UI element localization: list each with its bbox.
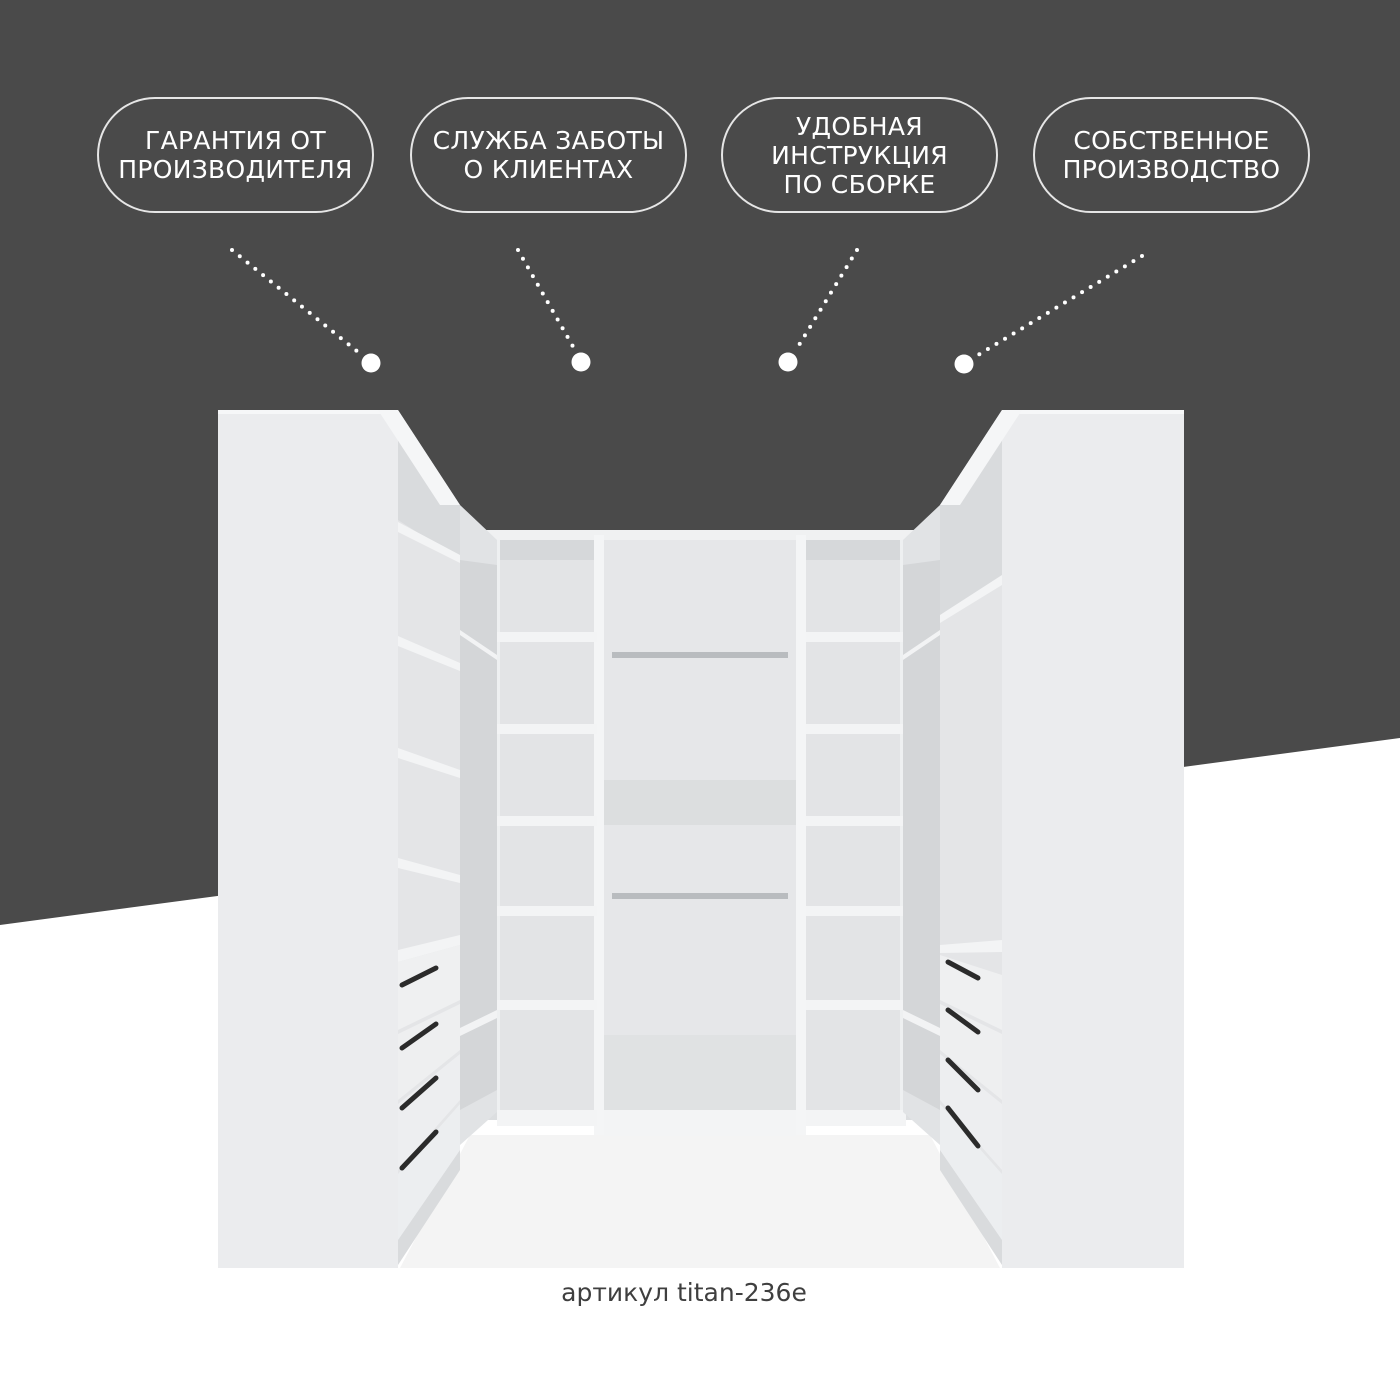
connector-dot-2 <box>571 352 591 372</box>
feature-pill-own-production: СОБСТВЕННОЕ ПРОИЗВОДСТВО <box>1033 97 1310 213</box>
feature-pill-manufacturer-warranty: ГАРАНТИЯ ОТ ПРОИЗВОДИТЕЛЯ <box>97 97 374 213</box>
connector-dot-1 <box>361 353 381 373</box>
feature-pill-customer-care: СЛУЖБА ЗАБОТЫ О КЛИЕНТАХ <box>410 97 687 213</box>
connector-line-2 <box>516 248 577 352</box>
connector-dot-4 <box>954 354 974 374</box>
connector-line-4 <box>976 254 1144 357</box>
feature-pill-assembly-instructions: УДОБНАЯ ИНСТРУКЦИЯ ПО СБОРКЕ <box>721 97 998 213</box>
article-number: артикул titan-236e <box>561 1278 807 1307</box>
connector-dot-3 <box>778 352 798 372</box>
connector-line-3 <box>794 248 859 352</box>
connector-line-1 <box>230 248 360 354</box>
